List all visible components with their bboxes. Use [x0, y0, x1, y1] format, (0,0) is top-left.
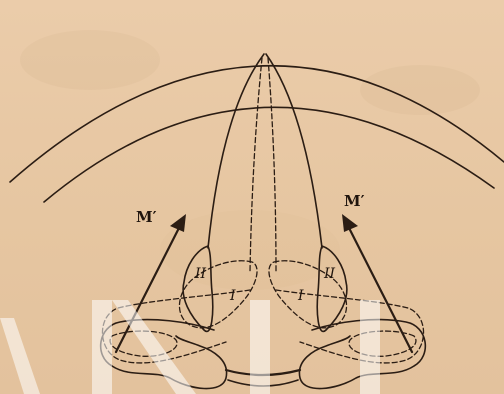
- right-inner-dashed-oval: [349, 331, 416, 356]
- right-position-2-label: II: [323, 266, 336, 282]
- left-force-label: M′: [136, 208, 157, 226]
- inner-arch-line: [44, 107, 494, 202]
- left-position-2-label: II: [194, 266, 207, 282]
- right-position-1-label: I: [297, 288, 304, 304]
- right-force-label: M′: [344, 192, 365, 210]
- left-position-1-label: I: [229, 288, 236, 304]
